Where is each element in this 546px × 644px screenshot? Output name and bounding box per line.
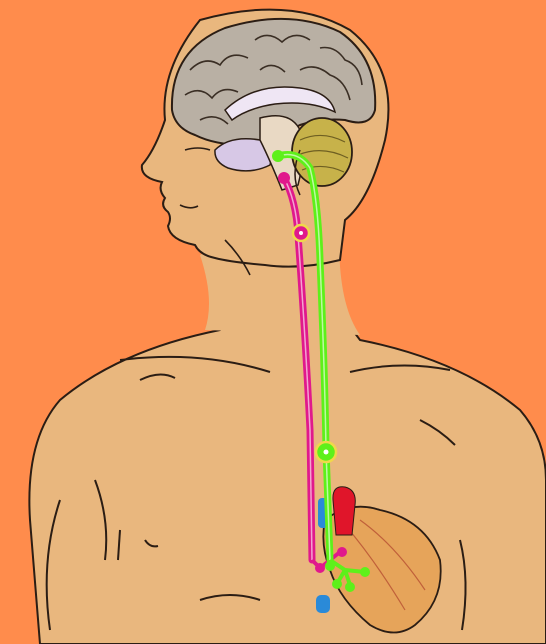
parasympathetic-origin [272, 150, 284, 162]
sympathetic-origin [278, 172, 290, 184]
vena-cava-lower [316, 595, 330, 613]
cerebellum [292, 118, 352, 186]
aorta [333, 487, 355, 535]
